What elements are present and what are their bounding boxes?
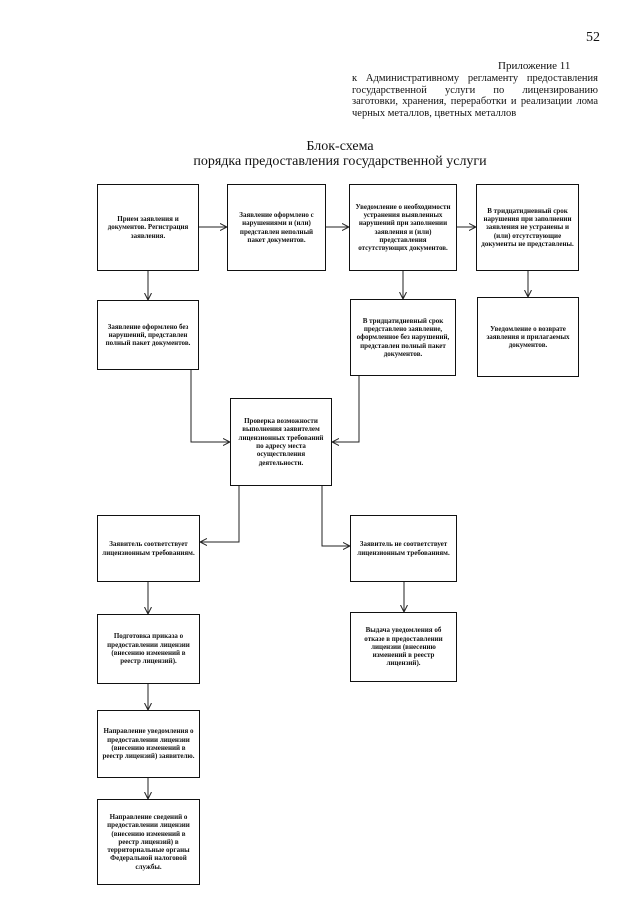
node-not-fixed-label: В тридцатидневный срок нарушения при зап… <box>481 206 574 248</box>
node-violations-found-label: Заявление оформлено с нарушениями и (или… <box>239 210 314 244</box>
node-return-notice-label: Уведомление о возврате заявления и прила… <box>486 324 570 350</box>
node-refusal: Выдача уведомления об отказе в предостав… <box>350 612 457 682</box>
node-prepare-order-label: Подготовка приказа о предоставлении лице… <box>107 632 190 666</box>
diagram-subtitle: порядка предоставления государственной у… <box>193 154 487 169</box>
node-check-label: Проверка возможности выполнения заявител… <box>238 417 324 467</box>
page-number: 52 <box>586 30 600 45</box>
node-compliant: Заявитель соответствует лицензионным тре… <box>97 515 200 582</box>
diagram-title: Блок-схема <box>306 139 374 154</box>
appendix-title: Приложение 11 <box>498 60 571 72</box>
appendix-description: к Административному регламенту предостав… <box>352 73 598 119</box>
node-violations-found: Заявление оформлено с нарушениями и (или… <box>227 184 326 271</box>
node-complete-label: Заявление оформлено без нарушений, предс… <box>105 322 191 348</box>
node-fixed-in-time-label: В тридцатидневный срок представлено заяв… <box>356 316 450 358</box>
node-notice-fix-label: Уведомление о необходимости устранения в… <box>355 202 451 253</box>
node-non-compliant-label: Заявитель не соответствует лицензионным … <box>357 540 450 557</box>
node-notice-fix: Уведомление о необходимости устранения в… <box>349 184 457 271</box>
node-non-compliant: Заявитель не соответствует лицензионным … <box>350 515 457 582</box>
node-receive-label: Прием заявления и документов. Регистраци… <box>107 215 189 240</box>
node-send-tax: Направление сведений о предоставлении ли… <box>97 799 200 885</box>
node-check: Проверка возможности выполнения заявител… <box>230 398 332 486</box>
node-fixed-in-time: В тридцатидневный срок представлено заяв… <box>350 299 456 376</box>
arrow-fixed-to-check <box>332 376 360 442</box>
node-refusal-label: Выдача уведомления об отказе в предостав… <box>364 626 443 668</box>
node-return-notice: Уведомление о возврате заявления и прила… <box>477 297 579 377</box>
node-not-fixed: В тридцатидневный срок нарушения при зап… <box>476 184 579 271</box>
node-notify-applicant-label: Направление уведомления о предоставлении… <box>102 727 195 761</box>
node-compliant-label: Заявитель соответствует лицензионным тре… <box>102 540 195 557</box>
node-receive: Прием заявления и документов. Регистраци… <box>97 184 199 271</box>
node-prepare-order: Подготовка приказа о предоставлении лице… <box>97 614 200 684</box>
node-complete: Заявление оформлено без нарушений, предс… <box>97 300 199 370</box>
arrow-check-to-noncompliant <box>321 486 350 546</box>
arrow-check-to-compliant <box>200 486 240 542</box>
arrow-complete-to-check <box>190 370 230 442</box>
node-send-tax-label: Направление сведений о предоставлении ли… <box>107 812 190 871</box>
node-notify-applicant: Направление уведомления о предоставлении… <box>97 710 200 778</box>
